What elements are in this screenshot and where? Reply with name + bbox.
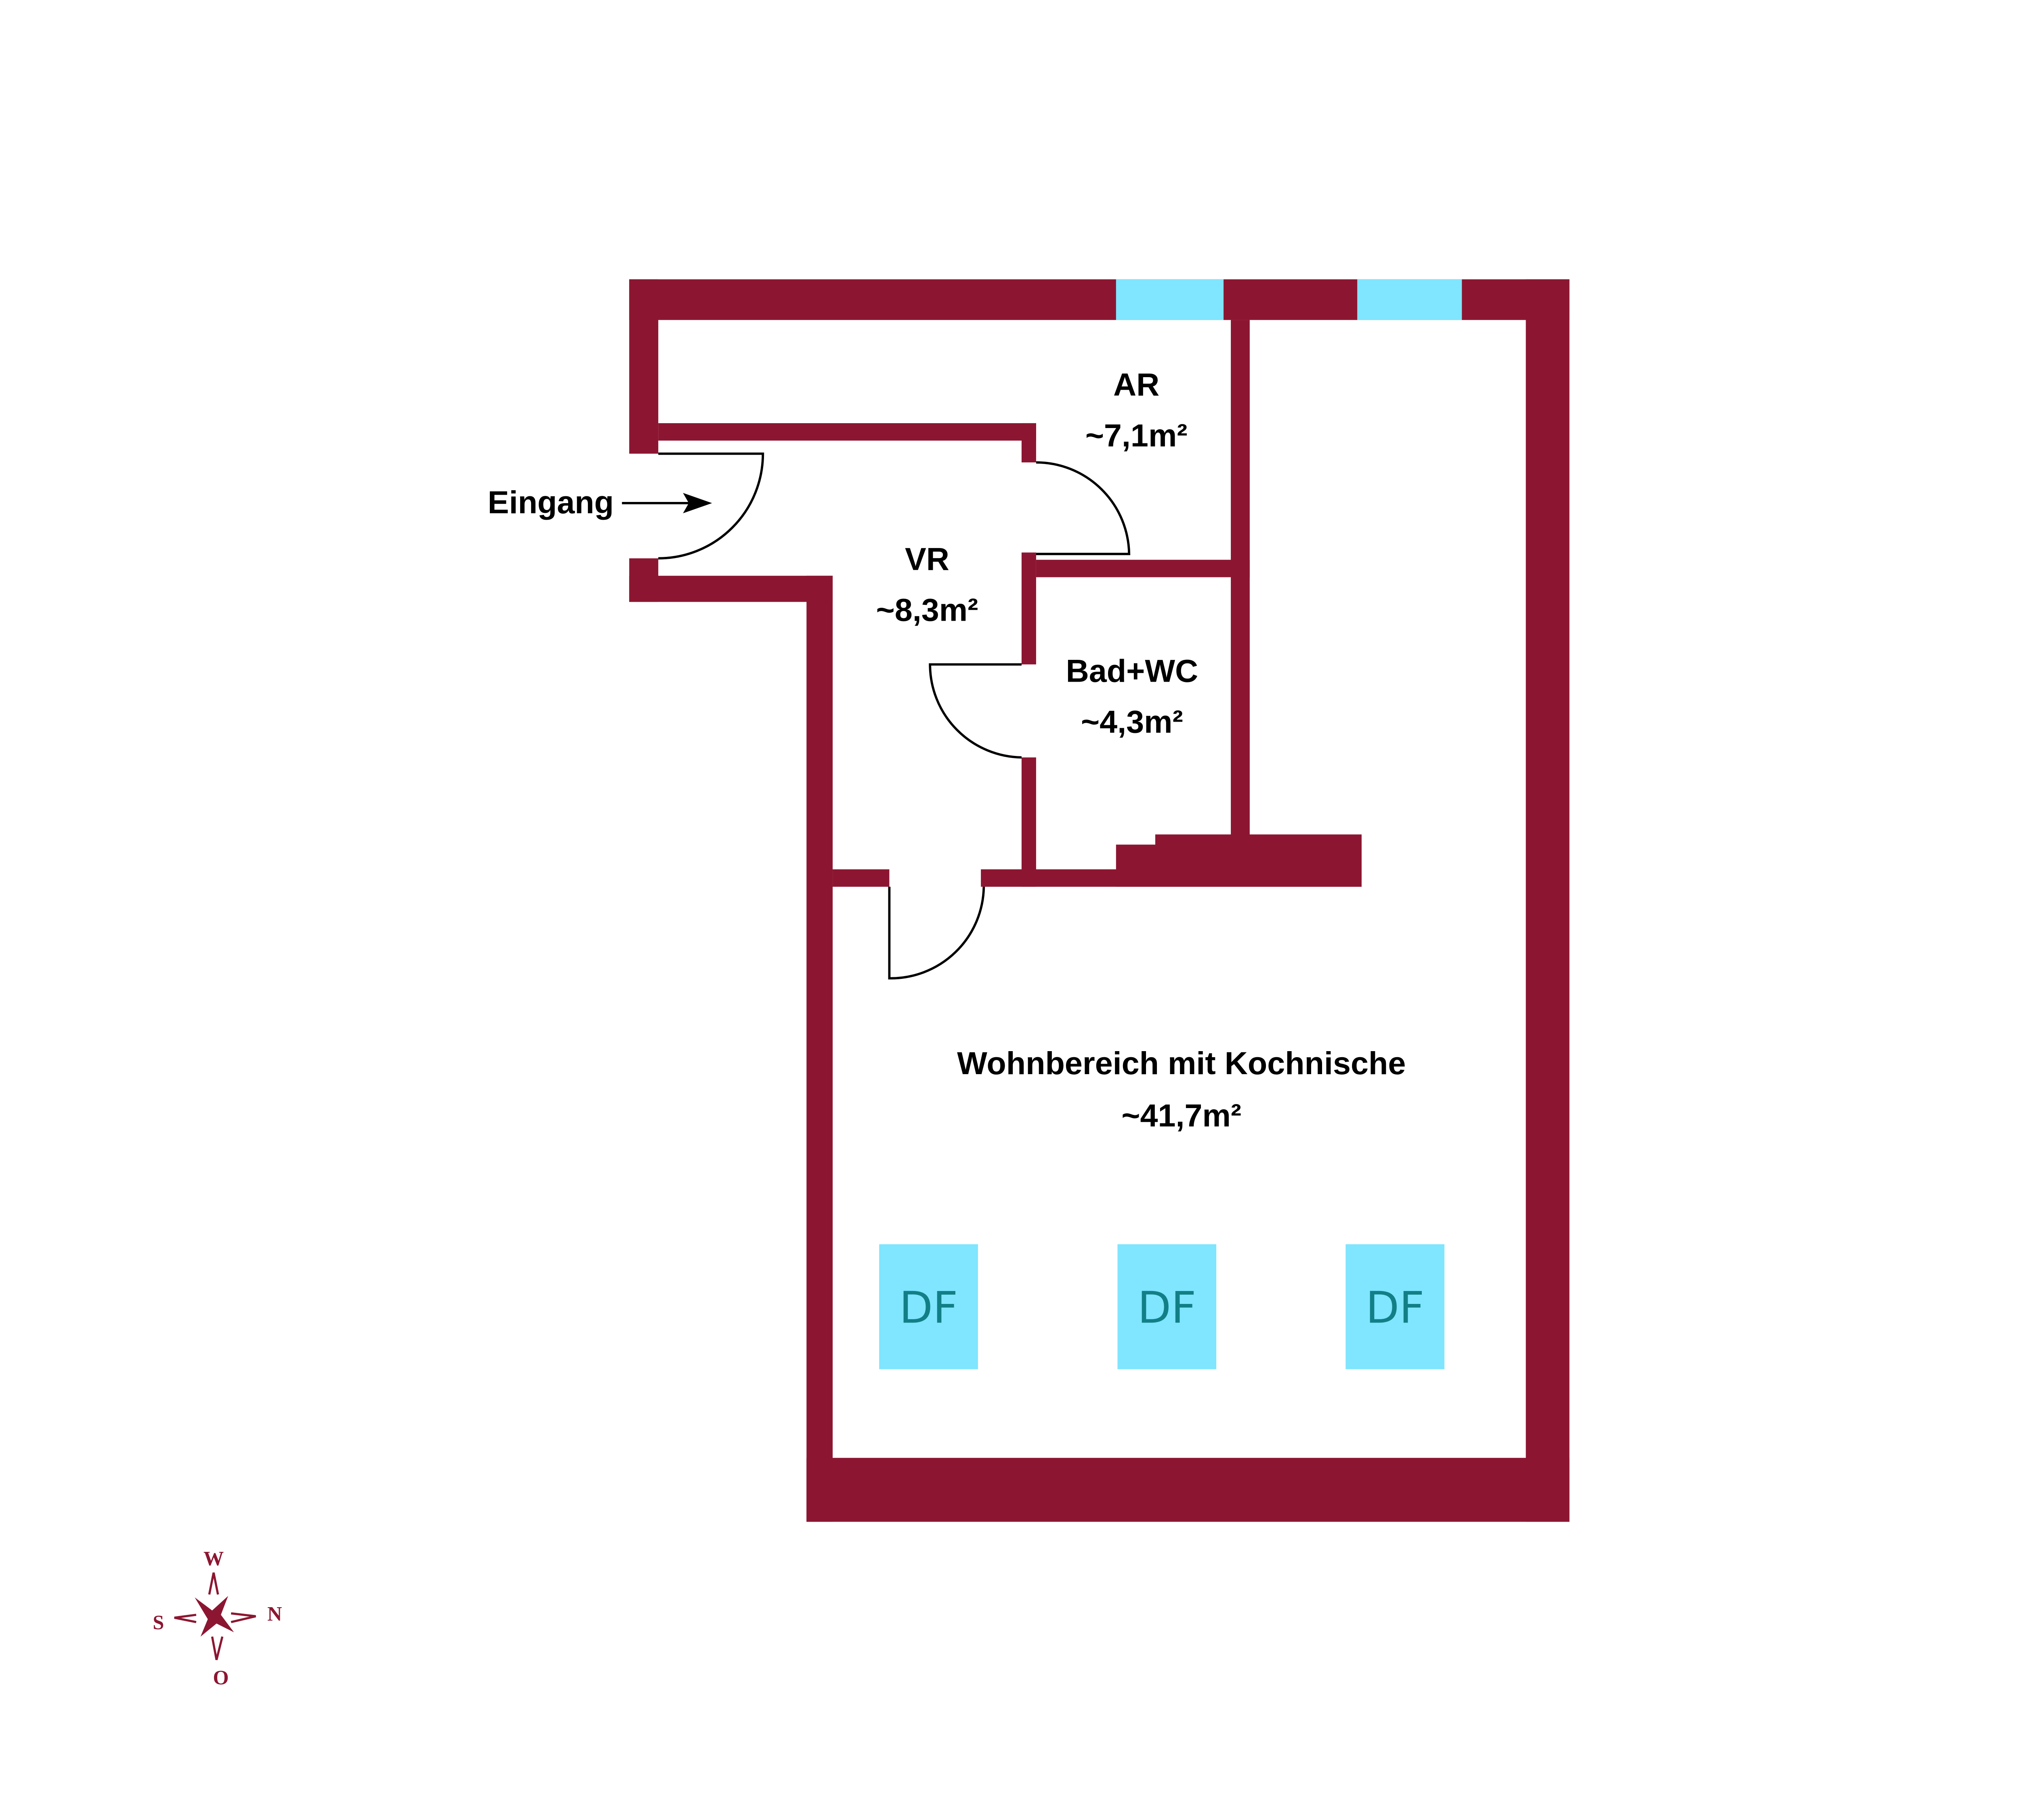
bathroom-door <box>929 663 1022 759</box>
room-name-bath: Bad+WC <box>1066 653 1198 689</box>
svg-text:DF: DF <box>1138 1283 1196 1333</box>
room-area-bath: ~4,3m² <box>1081 703 1183 739</box>
window <box>1116 279 1224 320</box>
room-name-ar: AR <box>1113 367 1159 403</box>
room-area-ar: ~7,1m² <box>1085 418 1188 453</box>
living-door <box>888 886 985 980</box>
svg-text:DF: DF <box>899 1283 958 1333</box>
compass-south: S <box>153 1611 164 1634</box>
compass-east: O <box>213 1667 229 1689</box>
skylight: DF <box>1345 1244 1445 1369</box>
walls <box>629 279 1570 1522</box>
entrance-arrow-icon <box>622 493 712 514</box>
room-name-vr: VR <box>905 541 949 577</box>
compass-north: N <box>267 1602 282 1625</box>
window <box>1357 279 1462 320</box>
storage-door <box>1036 461 1131 555</box>
skylight: DF <box>1117 1244 1217 1369</box>
skylight: DF <box>879 1244 978 1369</box>
room-area-vr: ~8,3m² <box>876 592 978 628</box>
svg-text:DF: DF <box>1366 1283 1424 1333</box>
entrance-door <box>658 452 764 560</box>
room-name-living: Wohnbereich mit Kochnische <box>957 1045 1406 1081</box>
compass-west: W <box>204 1547 224 1570</box>
entrance-label: Eingang <box>488 484 614 520</box>
room-area-living: ~41,7m² <box>1121 1098 1241 1134</box>
compass-rose-icon: W N O S <box>153 1547 282 1689</box>
